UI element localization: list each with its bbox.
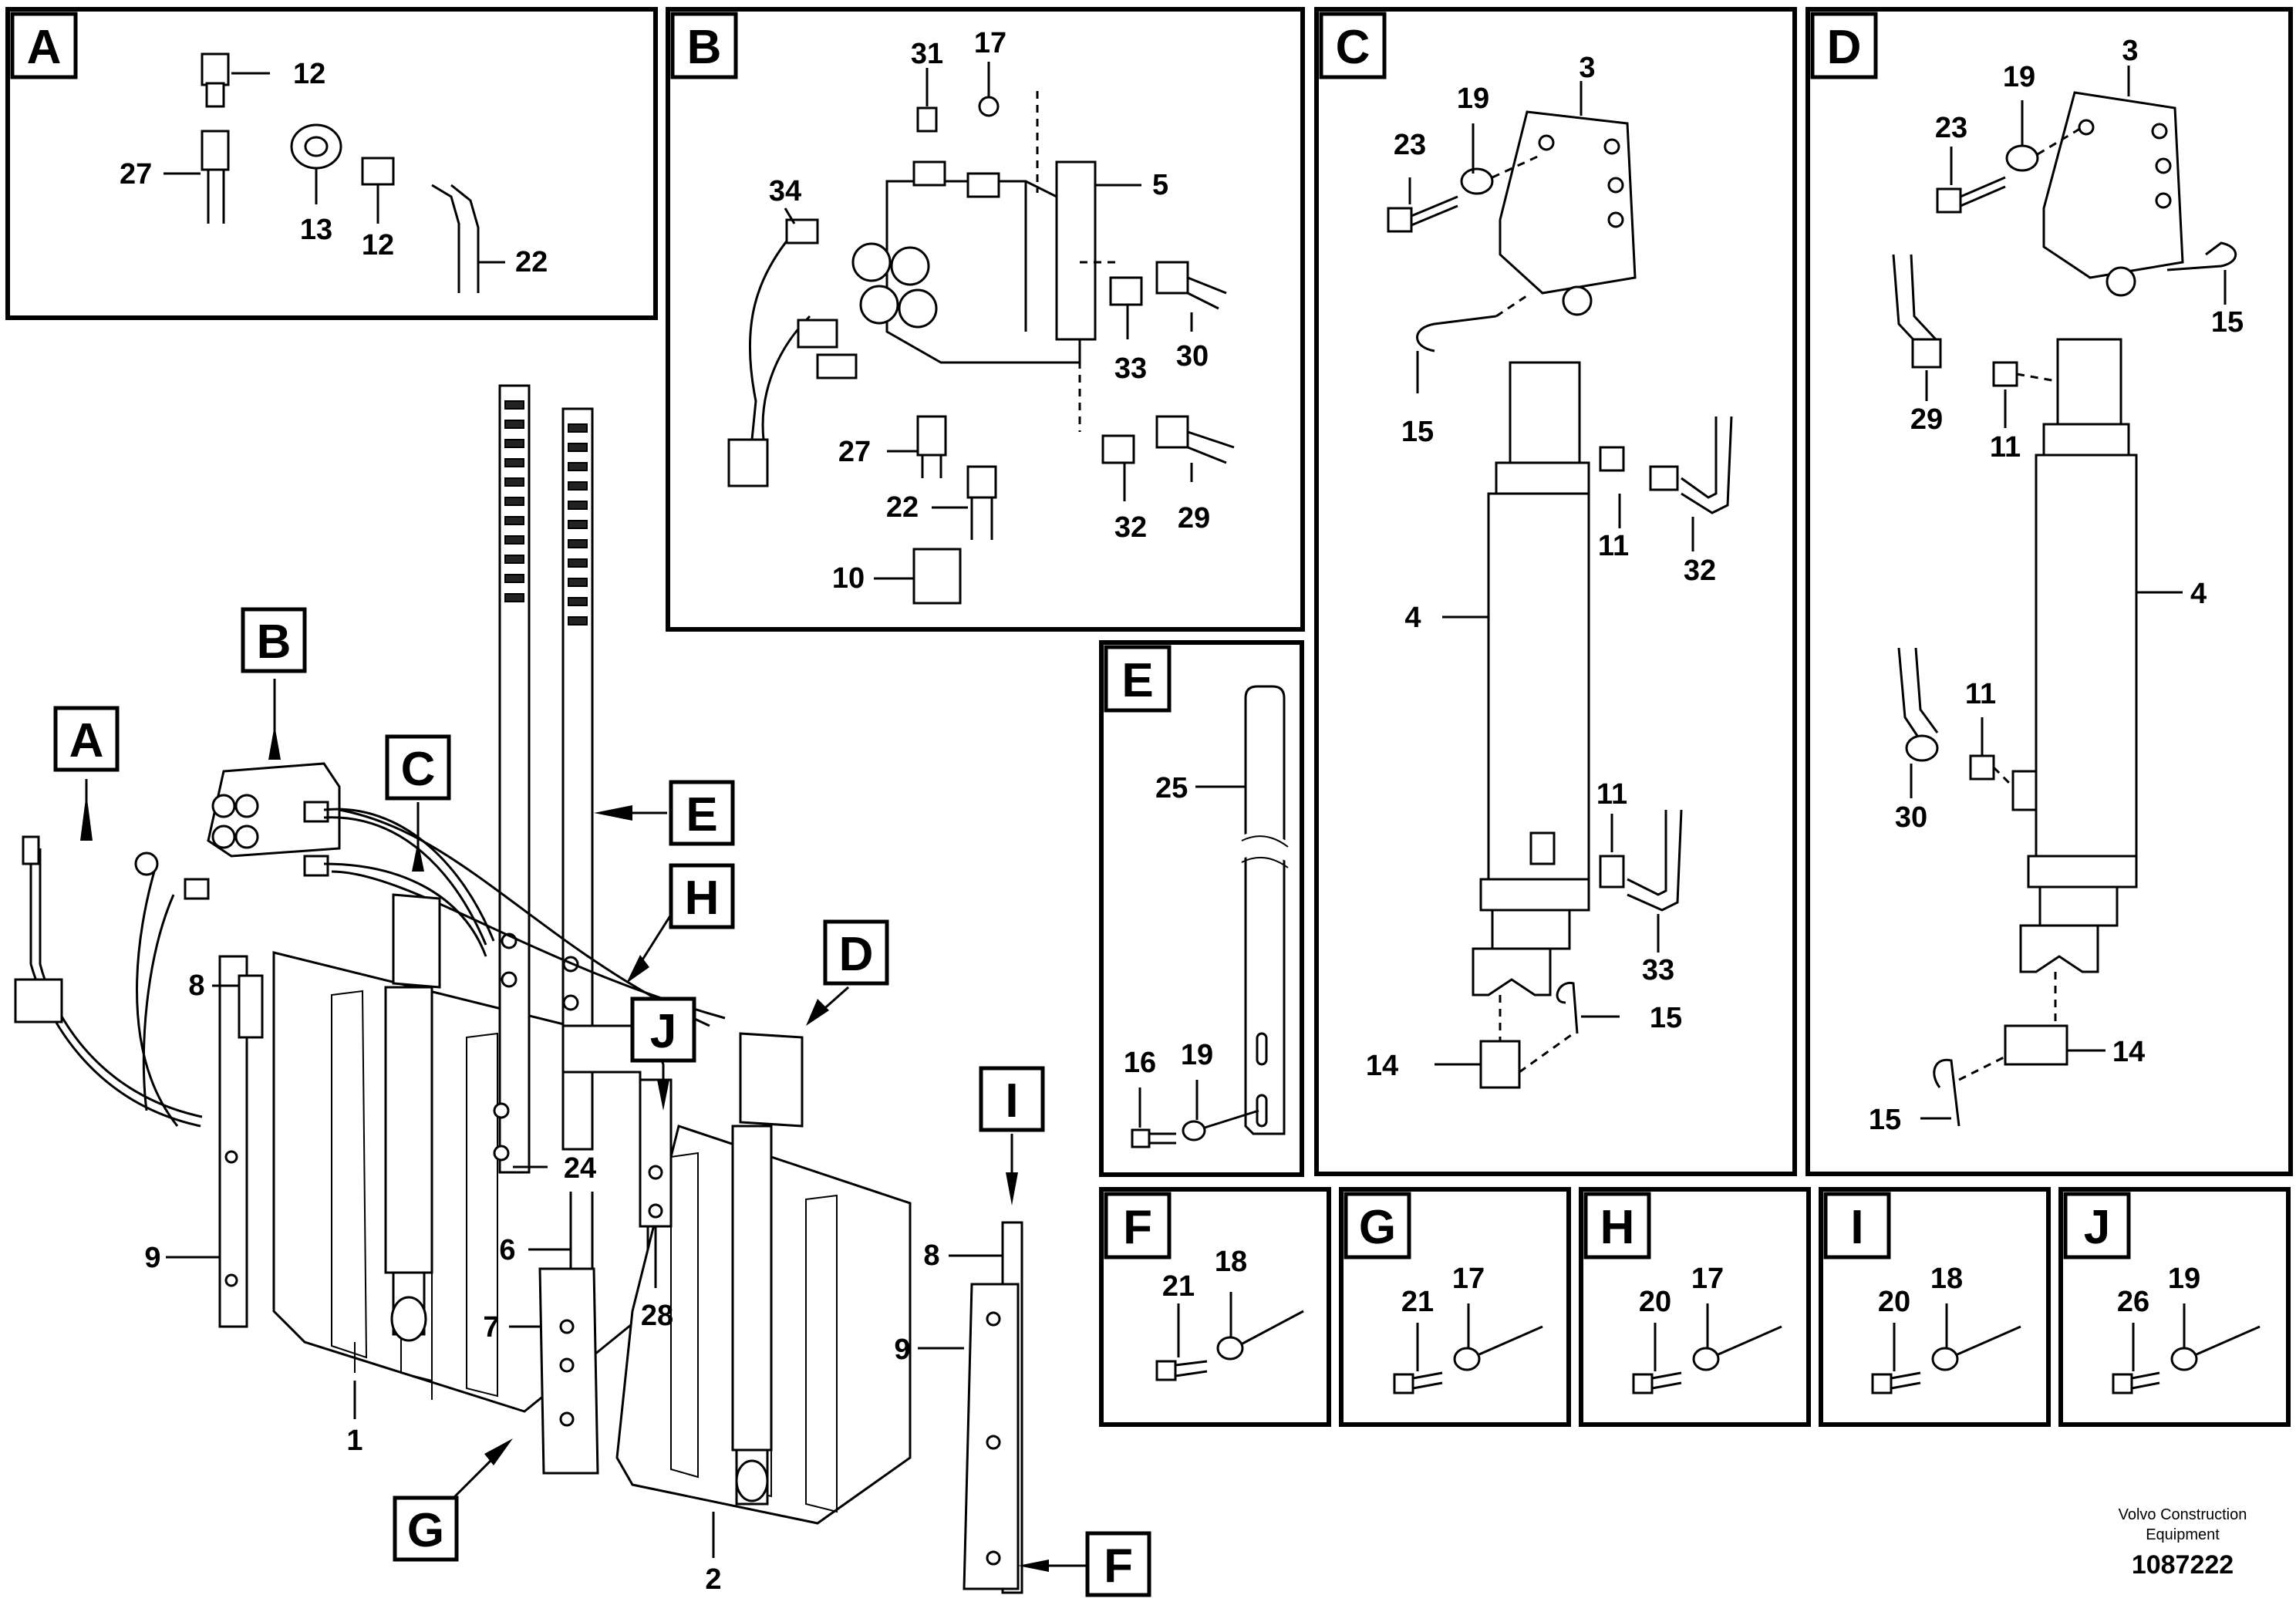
- callout: 17: [1691, 1263, 1724, 1295]
- callout: 28: [641, 1300, 673, 1332]
- pointer-j: J: [650, 1005, 676, 1058]
- footer: Volvo Construction Equipment 1087222: [2119, 1506, 2247, 1580]
- callout: 17: [1452, 1263, 1485, 1295]
- callout: 12: [293, 58, 325, 90]
- callout: 1: [346, 1425, 362, 1457]
- callout: 15: [1401, 416, 1434, 448]
- callout: 34: [769, 175, 801, 207]
- callout: 33: [1642, 954, 1674, 986]
- panel-c: C: [1314, 7, 1797, 1176]
- callout: 11: [1598, 530, 1629, 562]
- pointer-e: E: [686, 788, 717, 841]
- callout: 27: [120, 158, 152, 191]
- callout: 15: [2211, 306, 2244, 339]
- callout: 22: [515, 246, 548, 278]
- pointer-g: G: [407, 1504, 444, 1557]
- callout: 19: [2168, 1263, 2200, 1295]
- callout: 11: [1965, 678, 1996, 710]
- callout: 8: [923, 1239, 939, 1272]
- callout: 18: [1930, 1263, 1963, 1295]
- company-name-line2: Equipment: [2146, 1526, 2220, 1543]
- callout: 24: [564, 1152, 596, 1185]
- panel-j: J 26 19: [2058, 1187, 2291, 1427]
- callout: 32: [1114, 511, 1147, 544]
- callout: 19: [1181, 1039, 1213, 1071]
- panel-h-letter: H: [1600, 1201, 1635, 1254]
- callout: 15: [1869, 1104, 1901, 1136]
- panel-a: A 12 27 13 12 22: [5, 7, 658, 320]
- panel-h: H 20 17: [1579, 1187, 1811, 1427]
- callout: 9: [894, 1334, 910, 1366]
- callout: 3: [2122, 35, 2138, 67]
- callout: 23: [1394, 129, 1426, 161]
- callout: 5: [1152, 169, 1168, 201]
- pointer-b: B: [257, 615, 292, 669]
- callout: 15: [1650, 1002, 1682, 1034]
- callout: 11: [1596, 778, 1627, 811]
- callout: 3: [1579, 52, 1595, 84]
- pointer-f: F: [1104, 1539, 1133, 1593]
- callout: 22: [886, 491, 919, 524]
- callout: 16: [1124, 1047, 1156, 1079]
- slot-rows: [504, 400, 588, 626]
- callout: 29: [1178, 502, 1210, 534]
- panel-j-letter: J: [2084, 1201, 2110, 1254]
- pointer-i: I: [1005, 1074, 1018, 1128]
- callout: 20: [1639, 1286, 1671, 1318]
- callout: 7: [483, 1311, 499, 1344]
- panel-f: F 21 18: [1099, 1187, 1331, 1427]
- callout: 12: [362, 229, 394, 261]
- company-name: Volvo Construction: [2119, 1506, 2247, 1523]
- callout: 17: [974, 27, 1006, 59]
- callout: 25: [1155, 772, 1188, 804]
- callout: 32: [1684, 555, 1716, 587]
- callout: 14: [2112, 1036, 2145, 1068]
- callout: 4: [1404, 602, 1421, 634]
- main-assembly: A B C D E H J I G F 8 9 24 6 7 28 1: [14, 384, 1151, 1597]
- callout: 30: [1176, 340, 1209, 373]
- panel-f-letter: F: [1123, 1201, 1152, 1254]
- pointer-d: D: [839, 928, 874, 981]
- pointer-c: C: [401, 743, 436, 796]
- callout: 27: [838, 436, 871, 468]
- callout: 19: [1457, 83, 1489, 115]
- callout: 30: [1895, 801, 1927, 834]
- panel-i-letter: I: [1850, 1201, 1863, 1254]
- callout: 23: [1935, 112, 1967, 144]
- panel-e: E 25 16 19: [1099, 640, 1304, 1177]
- callout: 14: [1366, 1050, 1398, 1082]
- pointer-a: A: [69, 714, 104, 767]
- callout: 6: [499, 1234, 515, 1266]
- callout: 2: [705, 1563, 721, 1596]
- panel-i: I 20 18: [1819, 1187, 2051, 1427]
- panel-a-letter: A: [27, 21, 62, 74]
- callout: 18: [1215, 1246, 1247, 1278]
- callout: 21: [1401, 1286, 1434, 1318]
- panel-e-letter: E: [1121, 654, 1153, 707]
- callout: 9: [144, 1242, 160, 1274]
- callout: 19: [2003, 61, 2035, 93]
- callout: 13: [300, 214, 332, 246]
- panel-c-letter: C: [1336, 21, 1371, 74]
- callout: 29: [1910, 403, 1943, 436]
- callout: 21: [1162, 1270, 1195, 1303]
- callout: 26: [2117, 1286, 2149, 1318]
- pointer-h: H: [685, 872, 720, 925]
- callout: 4: [2190, 578, 2207, 610]
- callout: 8: [188, 969, 204, 1002]
- callout: 33: [1114, 352, 1147, 385]
- panel-d-letter: D: [1827, 21, 1862, 74]
- callout: 20: [1878, 1286, 1910, 1318]
- panel-g-letter: G: [1359, 1201, 1396, 1254]
- panel-g: G 21 17: [1339, 1187, 1571, 1427]
- callout: 31: [911, 38, 943, 70]
- panel-b: B: [666, 7, 1305, 632]
- panel-b-letter: B: [687, 21, 722, 74]
- panel-d: D: [1805, 7, 2293, 1176]
- callout: 10: [832, 562, 865, 595]
- callout: 11: [1990, 431, 2021, 464]
- drawing-number: 1087222: [2132, 1550, 2234, 1580]
